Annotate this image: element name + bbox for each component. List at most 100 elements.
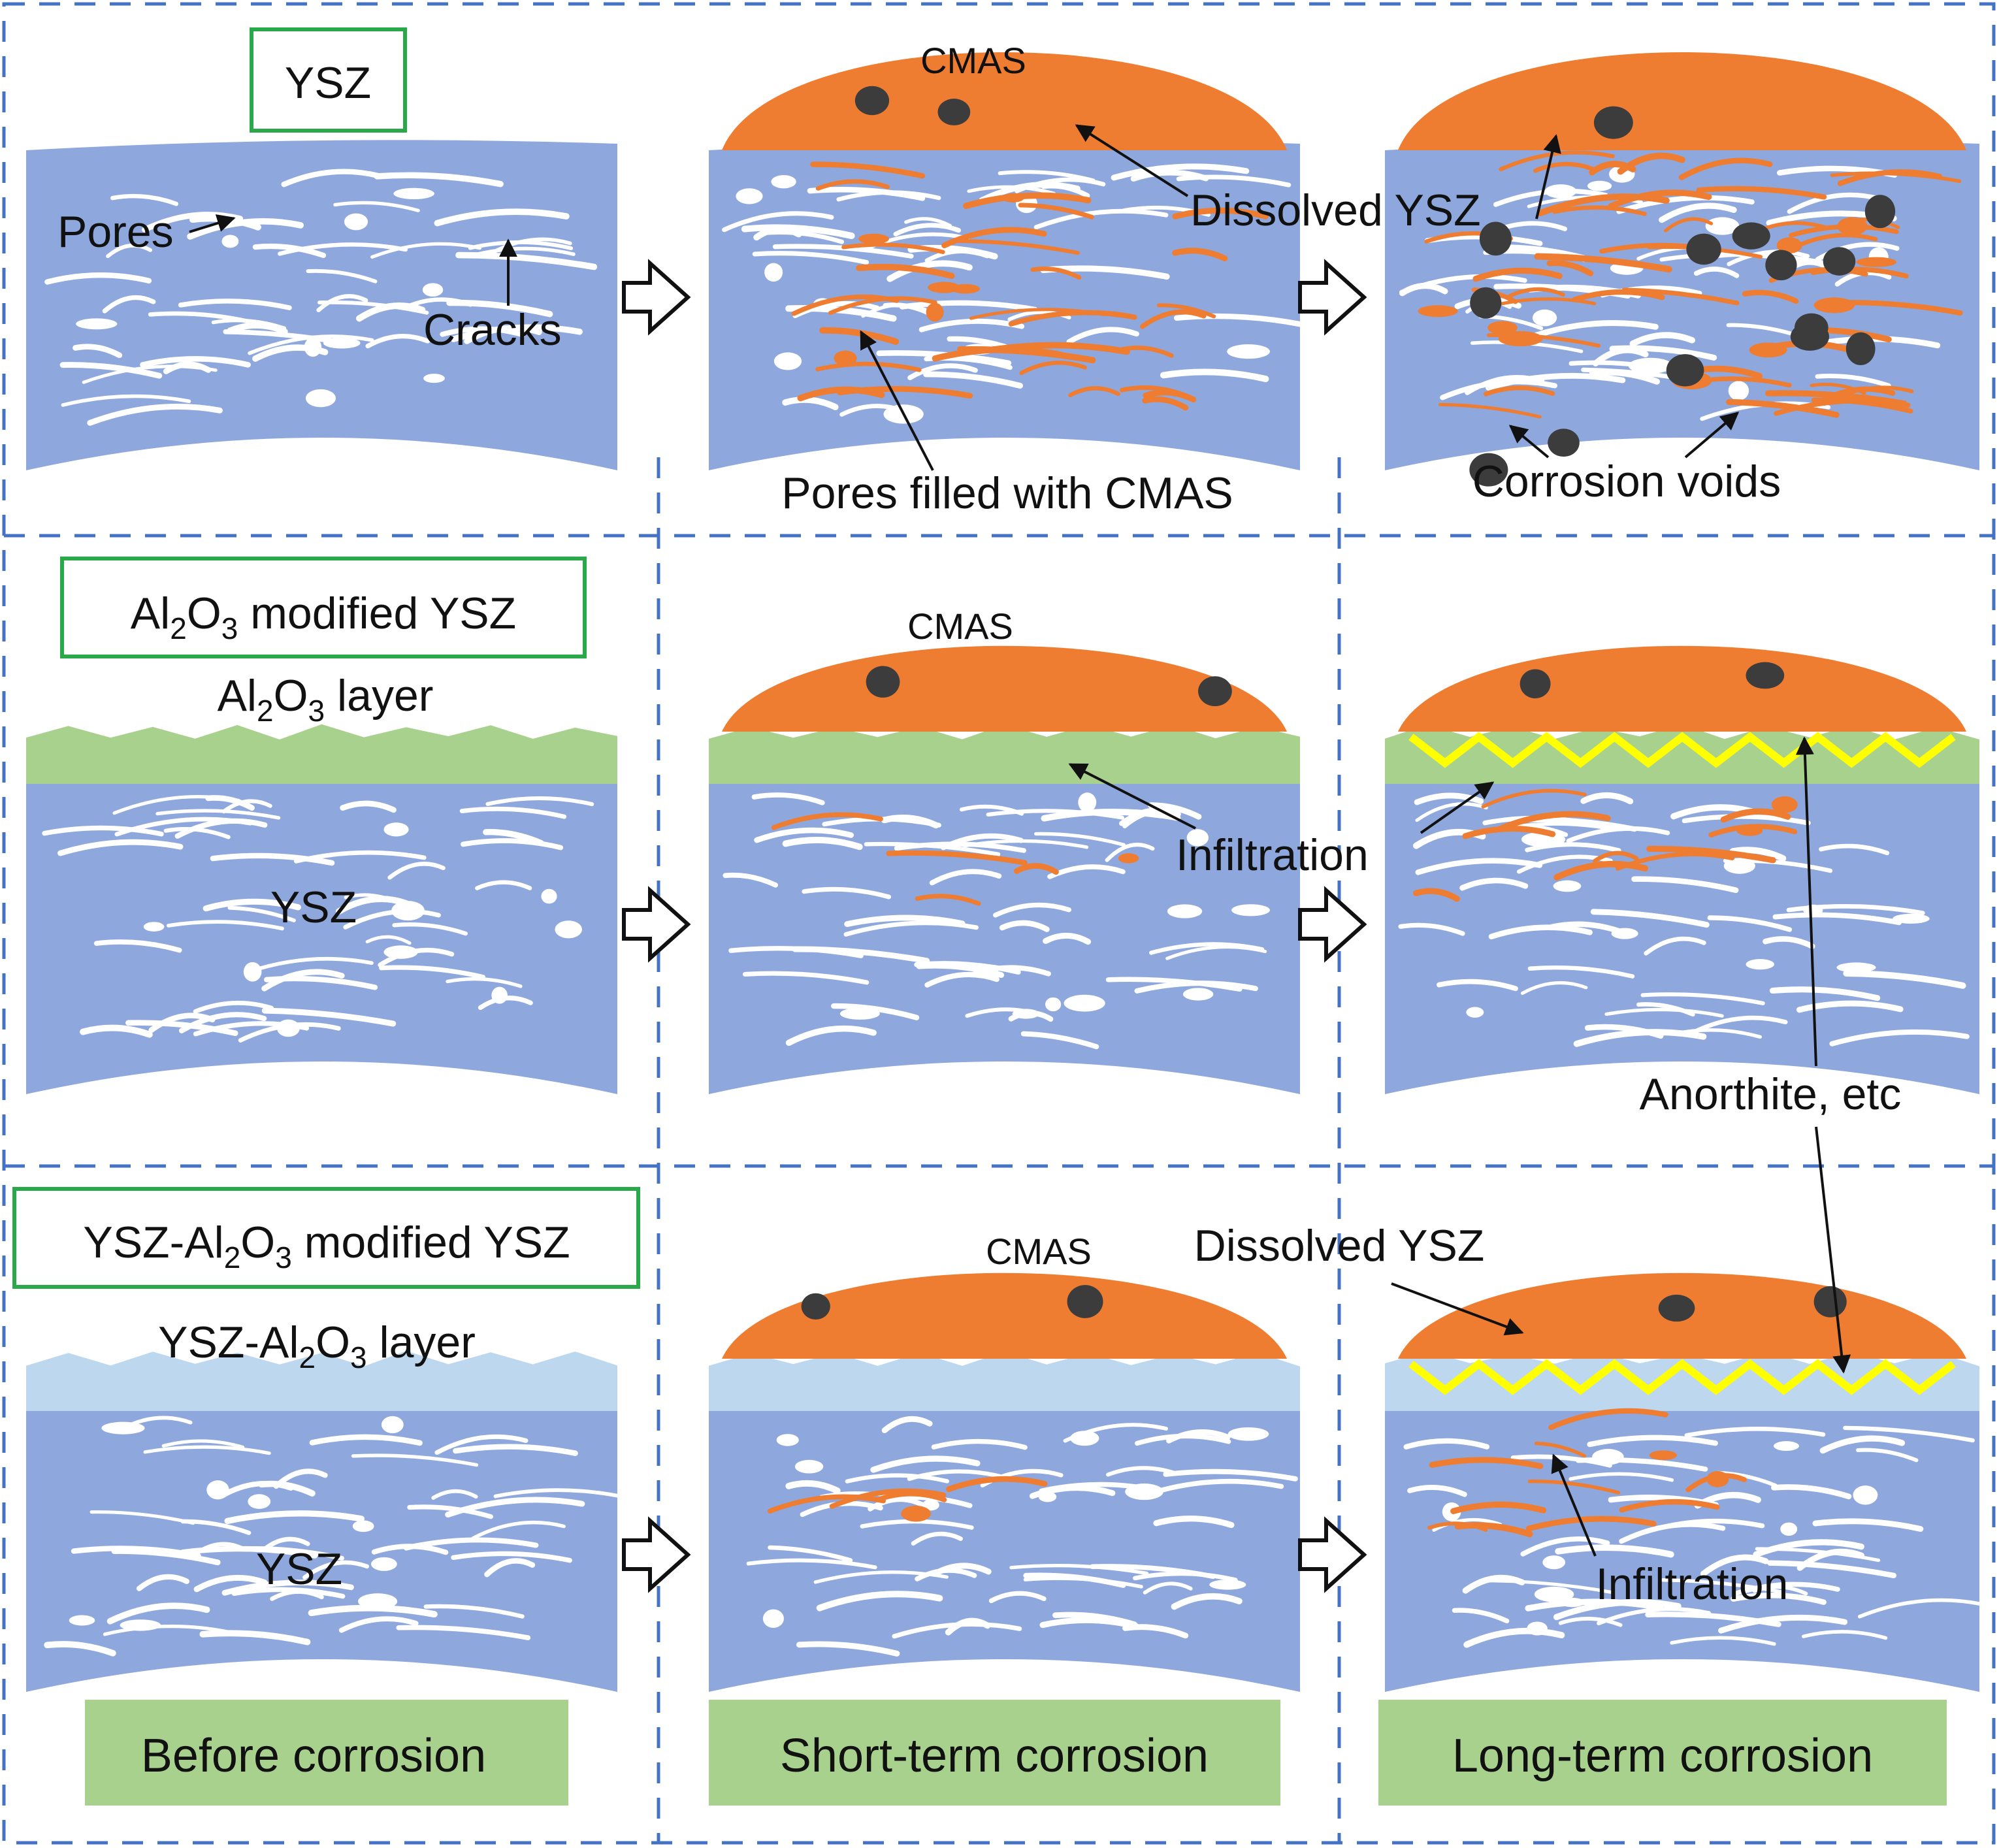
pore — [1723, 858, 1755, 874]
crack-or-pore — [261, 969, 345, 992]
corrosion-void — [1479, 221, 1512, 256]
crack-or-pore — [1604, 1007, 1724, 1018]
crack-or-pore — [136, 1574, 190, 1591]
crack-or-pore — [1629, 332, 1695, 347]
crack-or-pore — [899, 300, 1038, 312]
crack-or-pore — [1659, 203, 1737, 223]
crack-or-pore — [1008, 310, 1137, 327]
crack-or-pore — [1645, 1612, 1781, 1627]
pore — [951, 284, 981, 294]
crack-or-pore — [1843, 1425, 1975, 1443]
pore — [383, 945, 418, 959]
pore — [1773, 1441, 1800, 1451]
al2o3-layer — [709, 724, 1300, 784]
pore — [1587, 180, 1612, 191]
crack-or-pore — [782, 837, 863, 851]
crack-or-pore — [125, 1020, 238, 1037]
crack-or-pore — [471, 246, 576, 257]
crack-or-pore — [1019, 361, 1087, 376]
crack-or-pore — [969, 308, 1106, 320]
pore — [1836, 962, 1876, 973]
crack-or-pore — [1105, 977, 1243, 992]
crack-or-pore — [89, 1510, 195, 1525]
crack-or-pore — [831, 1003, 920, 1020]
pore — [839, 1007, 880, 1020]
crack-or-pore — [71, 1546, 201, 1559]
caption-short-text: Short-term corrosion — [780, 1730, 1209, 1782]
crack-or-pore — [1772, 912, 1902, 926]
row3-title-frame — [12, 1187, 640, 1289]
cmas-deposit — [722, 1273, 1287, 1359]
pore — [1532, 309, 1557, 327]
pore — [1771, 796, 1798, 813]
pore — [1736, 825, 1763, 836]
crack-or-pore — [1066, 327, 1139, 345]
crack-or-pore — [1813, 386, 1896, 407]
crack-or-pore — [886, 260, 973, 282]
corrosion-void — [1469, 453, 1508, 487]
row1-title: YSZ — [285, 58, 371, 108]
crack-or-pore — [1763, 936, 1815, 949]
corrosion-void — [1746, 662, 1785, 689]
crack-or-pore — [1774, 398, 1911, 416]
pore — [358, 1593, 398, 1610]
crack-or-pore — [746, 1558, 877, 1570]
al2o3-layer — [1385, 724, 1979, 784]
crack-or-pore — [915, 894, 981, 906]
row2-layer-label: Al2O3 layer — [218, 671, 434, 728]
pore — [1813, 297, 1855, 314]
crack-or-pore — [1166, 1429, 1231, 1444]
pore — [1186, 829, 1209, 847]
crack-or-pore — [87, 404, 223, 426]
pore — [1611, 928, 1638, 939]
crack-or-pore — [273, 1468, 328, 1489]
crack-or-pore — [1483, 385, 1555, 397]
row2-infiltration-arrow-right — [1420, 781, 1495, 834]
crack-or-pore — [471, 1520, 566, 1540]
crack-or-pore — [1549, 921, 1623, 935]
row3-label-infiltration: Infiltration — [1596, 1559, 1789, 1609]
al2o3-layer — [26, 724, 617, 784]
corrosion-void — [1658, 1294, 1695, 1322]
crack-or-pore — [392, 922, 468, 936]
crack-or-pore — [973, 965, 1051, 977]
crack-or-pore — [771, 812, 883, 830]
row1-label-dissolved-ysz: Dissolved YSZ — [1190, 186, 1481, 235]
crack-or-pore — [227, 905, 296, 922]
crack-or-pore — [1043, 932, 1092, 945]
crack-or-pore — [365, 935, 412, 945]
caption-long: Long-term corrosion — [1378, 1700, 1947, 1806]
panel-r3-c3 — [1385, 1273, 1983, 1692]
crack-or-pore — [931, 1438, 1028, 1450]
crack-or-pore — [57, 839, 184, 856]
row1-pores-filled-arrow — [860, 330, 934, 471]
crack-or-pore — [1631, 876, 1739, 893]
crack-or-pore — [103, 1624, 229, 1636]
crack-or-pore — [870, 1455, 981, 1473]
crack-or-pore — [1034, 832, 1126, 847]
corrosion-void — [1593, 106, 1633, 139]
crack-or-pore — [932, 346, 1064, 362]
cmas-deposit — [722, 645, 1287, 732]
pore — [762, 1609, 784, 1629]
crack-or-pore — [752, 251, 869, 265]
crack-or-pore — [1796, 1000, 1904, 1013]
crack-or-pore — [1438, 402, 1542, 419]
pore — [423, 374, 445, 383]
crack-or-pore — [187, 218, 304, 240]
crack-or-pore — [270, 1589, 324, 1601]
crack-or-pore — [1608, 189, 1712, 210]
cmas-deposit — [1398, 645, 1966, 732]
crack-or-pore — [1829, 1029, 1970, 1046]
row2-infiltration-arrow-left — [1068, 763, 1196, 830]
crack-or-pore — [1615, 852, 1735, 871]
row2-label-ysz: YSZ — [270, 883, 357, 932]
crack-or-pore — [1752, 1585, 1808, 1596]
pore — [1542, 1555, 1566, 1570]
crack-or-pore — [829, 1488, 947, 1509]
crack-or-pore — [892, 1621, 1022, 1639]
row1-label-cracks: Cracks — [423, 305, 562, 355]
